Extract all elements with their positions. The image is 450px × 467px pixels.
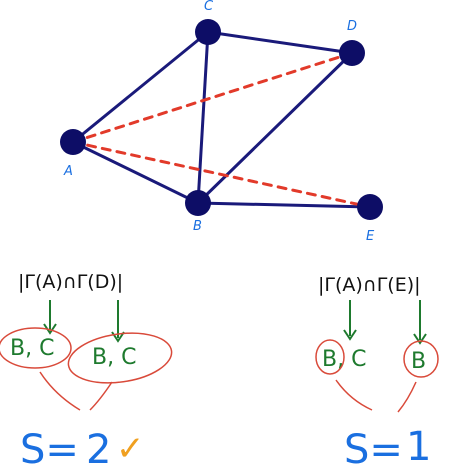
node-b: [185, 190, 211, 216]
left-arrow-1: [43, 300, 57, 335]
node-e: [357, 194, 383, 220]
node-label-d: D: [347, 19, 357, 34]
left-circle-1: [0, 327, 72, 369]
node-label-e: E: [366, 229, 375, 244]
left-link-lines: [39, 371, 113, 411]
check-icon: ✓: [116, 429, 145, 467]
edge-b-e: [196, 201, 372, 209]
node-d: [339, 40, 365, 66]
right-arrow-1: [343, 300, 357, 341]
right-formula: |Γ(A)∩Γ(E)|: [318, 274, 421, 296]
right-circle-1: [315, 339, 345, 375]
right-score-label: S=: [344, 427, 403, 467]
node-label-c: C: [204, 0, 214, 14]
left-score-value: 2: [86, 427, 111, 467]
left-set-1: B, C: [10, 336, 54, 361]
left-set-2: B, C: [92, 345, 136, 370]
edge-a-c: [71, 30, 210, 144]
nodes-layer: [60, 19, 383, 220]
right-circle-2: [403, 340, 439, 378]
left-formula: |Γ(A)∩Γ(D)|: [18, 271, 123, 293]
right-link-lines: [335, 379, 417, 413]
node-label-a: A: [63, 164, 73, 179]
dashed-edge-a-e: [71, 140, 372, 209]
edges-layer: [71, 30, 372, 209]
node-label-b: B: [193, 219, 202, 234]
right-score-value: 1: [406, 424, 431, 467]
right-arrow-2: [413, 300, 427, 345]
edge-d-b: [196, 51, 354, 205]
right-set-2: B: [411, 349, 426, 374]
edge-c-b: [196, 30, 210, 205]
left-score-label: S=: [20, 427, 79, 467]
left-circle-2: [67, 332, 173, 384]
edge-a-b: [71, 140, 200, 205]
node-a: [60, 129, 86, 155]
edge-c-d: [206, 30, 354, 55]
node-c: [195, 19, 221, 45]
dashed-edge-a-d: [71, 51, 354, 144]
